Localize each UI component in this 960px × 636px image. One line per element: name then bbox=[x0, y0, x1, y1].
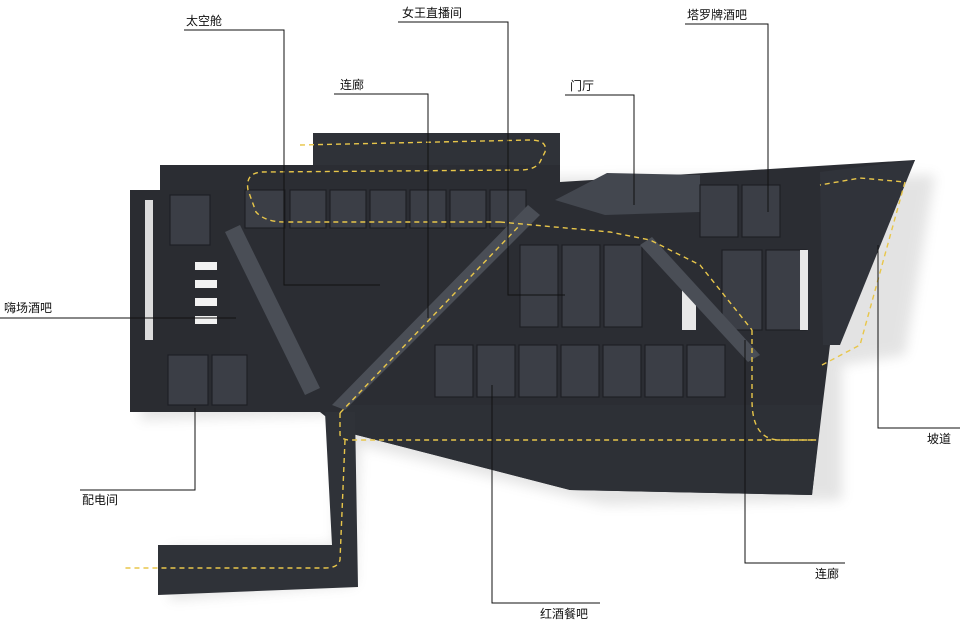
label-queen-live-room: 女王直播间 bbox=[402, 6, 463, 20]
label-lobby: 门厅 bbox=[570, 79, 595, 93]
label-corridor-top: 连廊 bbox=[340, 78, 365, 92]
leader-lines bbox=[0, 21, 960, 604]
label-corridor-bottom: 连廊 bbox=[815, 567, 840, 581]
label-party-bar: 嗨场酒吧 bbox=[4, 301, 53, 315]
left-wing-openings bbox=[145, 200, 808, 340]
label-tarot-bar: 塔罗牌酒吧 bbox=[687, 8, 748, 22]
diagonal-corridors bbox=[225, 205, 760, 410]
label-space-capsule: 太空舱 bbox=[186, 14, 223, 28]
label-wine-dining-bar: 红酒餐吧 bbox=[540, 607, 589, 621]
circulation-path bbox=[125, 139, 906, 569]
label-distribution-room: 配电间 bbox=[82, 493, 119, 507]
label-ramp: 坡道 bbox=[927, 432, 952, 446]
